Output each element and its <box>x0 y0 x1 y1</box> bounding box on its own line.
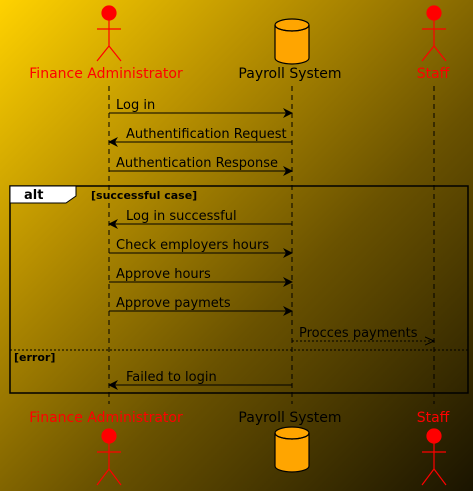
stick-figure-icon <box>421 5 447 62</box>
message-label: Log in <box>116 98 155 113</box>
participant-label-payroll-system: Payroll System <box>238 410 341 426</box>
database-payroll-system-bottom: Payroll System <box>238 410 342 473</box>
message-label: Failed to login <box>126 370 217 385</box>
message-7: Approve paymets <box>109 296 293 316</box>
participant-label-staff: Staff <box>417 410 450 426</box>
actor-staff-top: Staff <box>417 5 450 82</box>
message-label: Log in successful <box>126 209 237 224</box>
message-label: Check employers hours <box>116 238 269 253</box>
message-5: Check employers hours <box>109 238 293 258</box>
message-8: Procces payments <box>292 326 434 341</box>
participant-label-finance-administrator: Finance Administrator <box>29 66 183 82</box>
participant-label-payroll-system: Payroll System <box>238 66 341 82</box>
actor-staff-bottom: Staff <box>417 410 450 486</box>
message-label: Authentification Request <box>126 127 287 142</box>
stick-figure-icon <box>96 5 122 62</box>
stick-figure-icon <box>96 428 122 486</box>
message-label: Approve hours <box>116 267 211 282</box>
actor-finance-administrator-top: Finance Administrator <box>29 5 183 82</box>
alt-fragment: alt [successful case] [error] <box>9 185 469 394</box>
database-icon <box>274 426 310 473</box>
participant-label-finance-administrator: Finance Administrator <box>29 410 183 426</box>
message-4: Log in successful <box>108 209 292 229</box>
message-6: Approve hours <box>109 267 293 287</box>
message-2: Authentification Request <box>108 127 292 147</box>
fragment-operator: alt <box>24 188 43 203</box>
message-3: Authentication Response <box>109 156 293 176</box>
fragment-condition-error: [error] <box>14 351 55 364</box>
stick-figure-icon <box>421 428 447 486</box>
fragment-condition-success: [successful case] <box>91 189 197 202</box>
database-icon <box>274 18 310 65</box>
message-9: Failed to login <box>108 370 292 390</box>
database-payroll-system-top: Payroll System <box>238 18 342 82</box>
message-label: Procces payments <box>299 326 418 341</box>
participant-label-staff: Staff <box>417 66 450 82</box>
message-label: Approve paymets <box>116 296 231 311</box>
actor-finance-administrator-bottom: Finance Administrator <box>29 410 183 486</box>
message-1: Log in <box>109 98 293 118</box>
message-label: Authentication Response <box>116 156 278 171</box>
